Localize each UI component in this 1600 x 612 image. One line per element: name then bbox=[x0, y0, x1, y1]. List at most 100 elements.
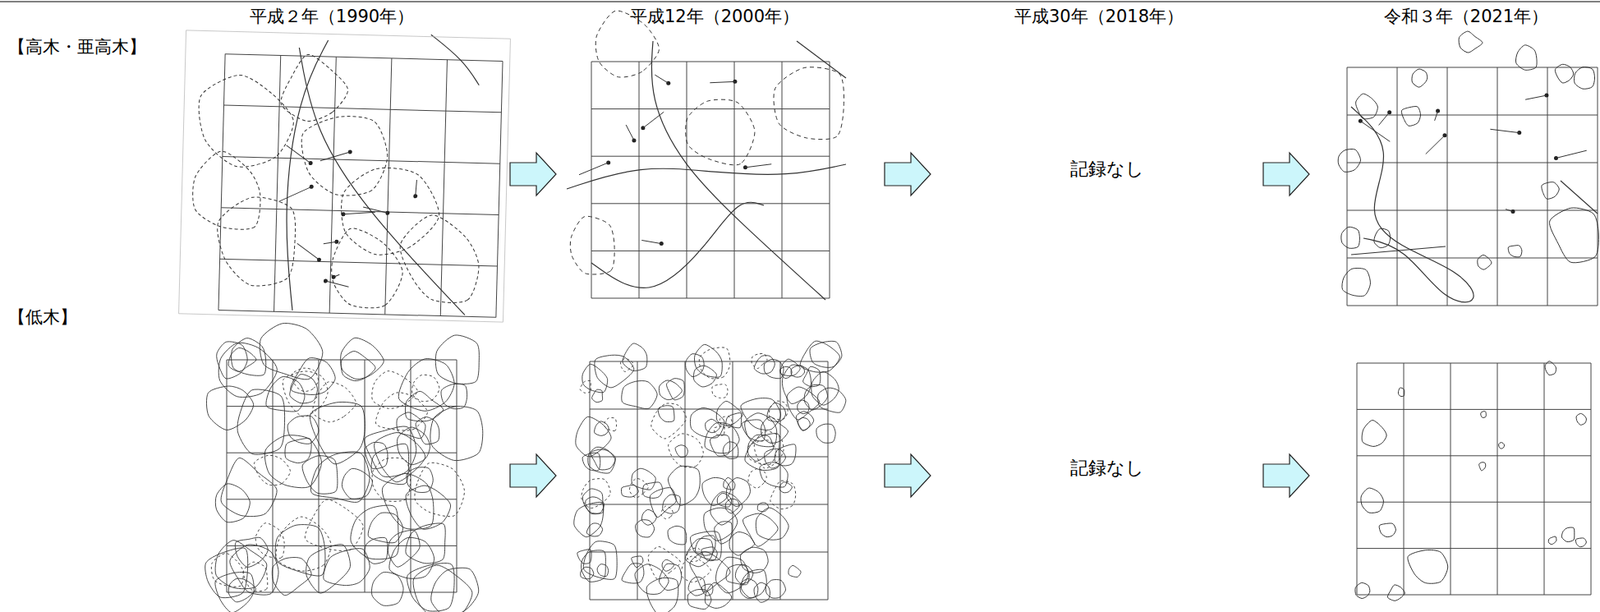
crown-outline bbox=[685, 354, 705, 378]
crown-outline bbox=[205, 547, 249, 598]
crown-outline bbox=[1515, 45, 1537, 70]
no-record-note: 記録なし bbox=[1070, 158, 1145, 180]
crown-outline bbox=[292, 367, 319, 391]
crown-outline bbox=[763, 358, 784, 378]
crown-outline bbox=[804, 384, 828, 410]
crown-outline bbox=[215, 483, 250, 523]
crown-outline bbox=[302, 455, 338, 495]
crown-outline bbox=[747, 440, 777, 465]
crown-line bbox=[284, 39, 329, 312]
crown-outline bbox=[811, 372, 840, 406]
crown-outline bbox=[643, 482, 663, 498]
crown-outline bbox=[430, 406, 483, 461]
crown-outline bbox=[757, 502, 768, 512]
crown-outline bbox=[255, 523, 285, 559]
crown-outline bbox=[1356, 93, 1379, 120]
crown-outline bbox=[597, 564, 609, 577]
crown-outline bbox=[1554, 64, 1573, 83]
crown-outline bbox=[275, 516, 332, 571]
crown-outline bbox=[1355, 582, 1371, 598]
crown-outline bbox=[1379, 523, 1396, 538]
crown-line bbox=[796, 41, 846, 79]
crown-outline bbox=[723, 477, 736, 490]
crown-outline bbox=[374, 432, 426, 483]
crown-outline bbox=[215, 571, 254, 612]
crown-outline bbox=[340, 166, 441, 257]
crown-outline bbox=[340, 350, 376, 381]
lean-line bbox=[654, 74, 669, 83]
crown-outline bbox=[414, 462, 465, 516]
crown-outline bbox=[405, 485, 451, 529]
crown-outline bbox=[397, 427, 431, 465]
crown-outline bbox=[1544, 361, 1556, 376]
crown-outline bbox=[755, 507, 789, 540]
row-label: 【低木】 bbox=[8, 307, 78, 328]
crown-outline bbox=[299, 114, 388, 197]
crown-outline bbox=[441, 383, 468, 409]
crown-outline bbox=[725, 498, 740, 514]
crown-outline bbox=[581, 478, 611, 509]
crown-outline bbox=[767, 402, 787, 422]
crown-outline bbox=[585, 496, 605, 515]
crown-outline bbox=[716, 556, 749, 594]
lean-line bbox=[1434, 110, 1439, 121]
crown-outline bbox=[688, 576, 705, 596]
crown-outline bbox=[797, 417, 810, 431]
crown-outline bbox=[797, 400, 810, 414]
crown-outline bbox=[648, 547, 681, 580]
row-label: 【高木・亜高木】 bbox=[8, 36, 147, 58]
crown-outline bbox=[716, 400, 743, 426]
crown-outline bbox=[816, 423, 836, 443]
crown-outline bbox=[751, 353, 768, 368]
crown-outline bbox=[722, 441, 739, 460]
crown-outline bbox=[795, 411, 814, 431]
lean-line bbox=[296, 243, 320, 260]
crown-outline bbox=[371, 571, 404, 606]
crown-outline bbox=[658, 380, 682, 400]
crown-outline bbox=[323, 548, 370, 586]
crown-outline bbox=[581, 550, 607, 583]
lean-line bbox=[323, 241, 337, 244]
crown-outline bbox=[588, 446, 616, 474]
crown-outline bbox=[1548, 536, 1557, 545]
crown-outline bbox=[635, 519, 655, 538]
crown-line bbox=[292, 47, 472, 315]
crown-outline bbox=[667, 465, 700, 506]
scan-frame bbox=[179, 30, 511, 322]
lean-line bbox=[320, 151, 350, 162]
crown-outline bbox=[211, 553, 244, 588]
crown-line bbox=[591, 202, 764, 288]
crown-outline bbox=[398, 358, 455, 412]
crown-outline bbox=[216, 196, 297, 287]
lean-line bbox=[363, 206, 388, 213]
crown-outline bbox=[1407, 549, 1449, 584]
crown-outline bbox=[412, 374, 440, 401]
crown-outline bbox=[1458, 31, 1483, 53]
lean-line bbox=[333, 274, 340, 277]
crown-outline bbox=[1498, 442, 1505, 449]
crown-outline bbox=[788, 565, 801, 577]
crown-outline bbox=[1508, 245, 1522, 258]
crown-outline bbox=[398, 214, 480, 304]
crown-outline bbox=[582, 488, 603, 514]
crown-outline bbox=[237, 389, 286, 455]
crown-outline bbox=[1575, 537, 1587, 548]
crown-outline bbox=[253, 455, 290, 485]
crown-outline bbox=[1387, 584, 1405, 601]
crown-outline bbox=[754, 431, 784, 469]
crown-outline bbox=[259, 322, 323, 379]
crown-outline bbox=[271, 557, 312, 596]
crown-outline bbox=[331, 227, 405, 309]
crown-outline bbox=[306, 544, 351, 594]
crown-outline bbox=[407, 563, 456, 612]
crown-outline bbox=[1479, 462, 1486, 471]
crown-outline bbox=[231, 338, 267, 377]
crown-outline bbox=[192, 150, 263, 230]
crown-outline bbox=[773, 67, 845, 140]
crown-outline bbox=[809, 340, 842, 368]
crown-outline bbox=[770, 480, 796, 510]
crown-outline bbox=[1477, 254, 1492, 270]
plot-grid bbox=[1355, 361, 1591, 602]
lean-line bbox=[285, 145, 312, 164]
